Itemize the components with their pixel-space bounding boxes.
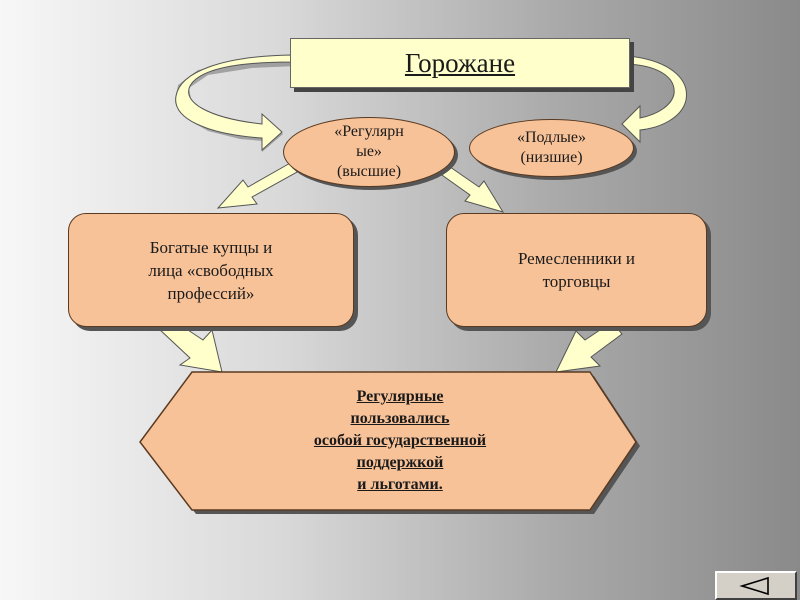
curved-arrow-right xyxy=(621,55,687,144)
category-low-line-2: (низшие) xyxy=(520,149,583,166)
title-text: Горожане xyxy=(404,47,516,78)
group-left-line-2: лица «свободных xyxy=(148,260,274,280)
curved-arrow-left xyxy=(175,54,293,152)
group-right-box: Ремесленники и торговцы xyxy=(446,213,707,327)
title-box: Горожане xyxy=(290,38,630,88)
category-regular-line-2: ые» xyxy=(356,143,382,160)
back-nav-button[interactable] xyxy=(715,571,797,600)
arrow-right-box-down xyxy=(555,321,623,373)
conclusion-line-2: пользовались xyxy=(350,410,450,427)
category-low-ellipse: «Подлые» (низшие) xyxy=(469,119,634,177)
conclusion-line-5: и льготами. xyxy=(357,476,443,493)
conclusion-hexagon xyxy=(139,371,637,511)
triangle-left-icon xyxy=(739,576,769,595)
category-regular-ellipse: «Регулярн ые» (высшие) xyxy=(283,117,455,187)
category-regular-line-3: (высшие) xyxy=(336,163,402,180)
arrow-left-box-down xyxy=(157,321,223,373)
group-right-line-1: Ремесленники и xyxy=(517,249,636,268)
group-right-line-2: торговцы xyxy=(542,272,611,291)
category-low-line-1: «Подлые» xyxy=(516,129,587,146)
group-left-line-3: профессий» xyxy=(167,283,255,303)
conclusion-line-4: поддержкой xyxy=(356,454,444,471)
conclusion-line-1: Регулярные xyxy=(356,388,444,405)
conclusion-line-3: особой государственной xyxy=(313,432,487,449)
conclusion-text: Регулярные пользовались особой государст… xyxy=(240,375,560,507)
group-left-box: Богатые купцы и лица «свободных професси… xyxy=(68,213,354,327)
category-regular-line-1: «Регулярн xyxy=(334,123,404,140)
arrow-to-left-box xyxy=(216,161,298,209)
group-left-line-1: Богатые купцы и xyxy=(149,237,273,257)
